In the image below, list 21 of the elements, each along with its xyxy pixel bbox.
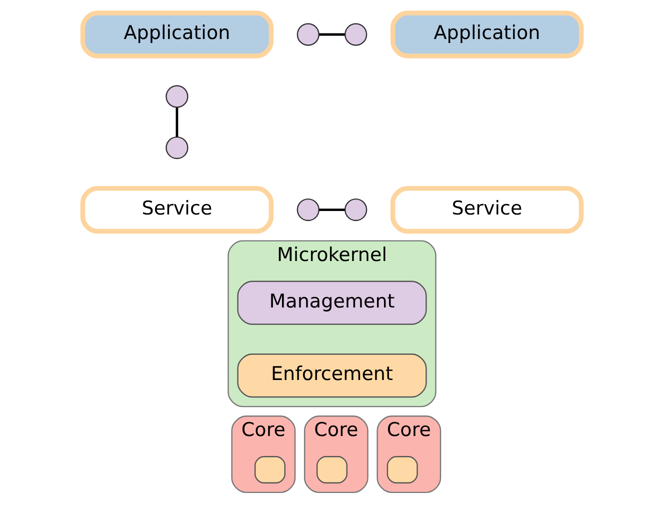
cluster: Core	[376, 416, 442, 494]
node-box: Enforcement	[237, 354, 427, 398]
node-circle	[296, 198, 320, 222]
node-box	[316, 456, 348, 484]
node-circle	[344, 198, 368, 222]
node-circle	[166, 136, 188, 160]
connector	[318, 208, 345, 211]
node-box: Application	[390, 10, 584, 58]
node-box: Service	[80, 186, 274, 234]
node-box: Application	[80, 10, 274, 58]
node-box: Service	[390, 186, 584, 234]
cluster: Core	[231, 416, 296, 494]
node-circle	[296, 23, 320, 46]
node-box	[386, 456, 418, 484]
node-circle	[344, 23, 368, 46]
cluster: Core	[304, 416, 368, 494]
node-box: Management	[237, 280, 427, 325]
node-box	[254, 456, 286, 484]
connector	[176, 108, 178, 138]
connector	[318, 33, 345, 36]
node-circle	[166, 85, 188, 108]
